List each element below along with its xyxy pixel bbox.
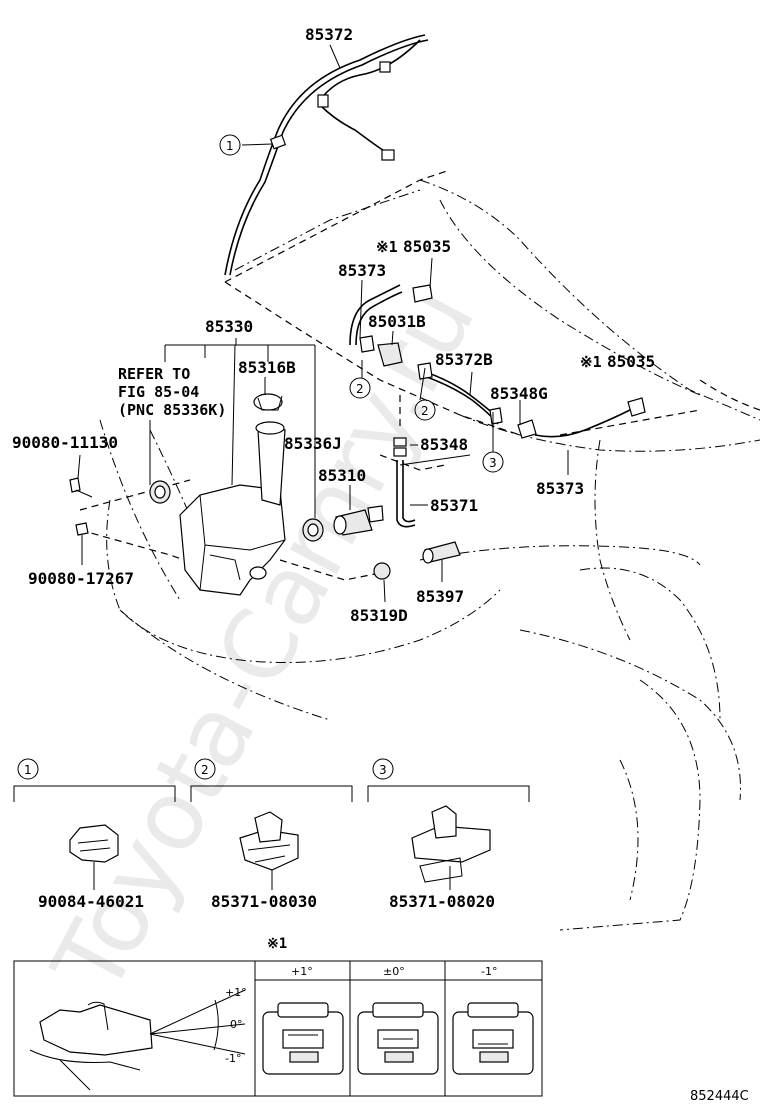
angle-plus1: +1° xyxy=(225,986,247,999)
washer-tank xyxy=(179,393,286,596)
gauge-minus1 xyxy=(452,1002,534,1075)
label-90080-11130: 90080-11130 xyxy=(12,433,118,452)
hose-clips xyxy=(269,61,395,161)
detail-part-85371-08020: 85371-08020 xyxy=(389,892,495,911)
refer-line-3: (PNC 85336K) xyxy=(118,401,226,419)
svg-text:3: 3 xyxy=(379,763,387,777)
svg-text:2: 2 xyxy=(356,382,364,396)
svg-text:2: 2 xyxy=(421,404,429,418)
part-labels: 85372 ※1 85035 85373 85031B 85330 85372B… xyxy=(12,25,655,625)
label-85348g: 85348G xyxy=(490,384,548,403)
adjustment-table: ※1 +1° ±0° -1° +1° 0° -1° xyxy=(13,936,543,1097)
label-85336j: 85336J xyxy=(284,434,342,453)
label-85035-upper: 85035 xyxy=(403,237,451,256)
label-85035-right: 85035 xyxy=(607,352,655,371)
col-zero: ±0° xyxy=(383,965,405,978)
note-mark-1: ※1 xyxy=(376,238,398,256)
svg-text:1: 1 xyxy=(226,139,234,153)
label-85330: 85330 xyxy=(205,317,253,336)
refer-line-1: REFER TO xyxy=(118,365,190,383)
label-85372b: 85372B xyxy=(435,350,493,369)
col-minus1: -1° xyxy=(481,965,497,978)
col-plus1: +1° xyxy=(291,965,313,978)
label-85397: 85397 xyxy=(416,587,464,606)
svg-text:1: 1 xyxy=(24,763,32,777)
label-85316b: 85316B xyxy=(238,358,296,377)
refer-line-2: FIG 85-04 xyxy=(118,383,199,401)
label-85348: 85348 xyxy=(420,435,468,454)
gauge-zero xyxy=(357,1002,439,1075)
callouts-main: 1 2 2 3 xyxy=(219,134,504,473)
svg-text:2: 2 xyxy=(201,763,209,777)
label-85371: 85371 xyxy=(430,496,478,515)
angle-minus1: -1° xyxy=(225,1052,241,1065)
label-85319d: 85319D xyxy=(350,606,408,625)
vehicle-body-outline xyxy=(79,169,760,931)
label-85310: 85310 xyxy=(318,466,366,485)
angle-zero: 0° xyxy=(230,1018,243,1031)
clip-details: 1 2 3 90084-46021 85371-08030 85371-0802… xyxy=(13,758,530,911)
label-90080-17267: 90080-17267 xyxy=(28,569,134,588)
washer-hoses xyxy=(224,34,631,528)
detail-part-85371-08030: 85371-08030 xyxy=(211,892,317,911)
label-85373-upper: 85373 xyxy=(338,261,386,280)
adjust-note-mark: ※1 xyxy=(267,936,287,952)
leader-lines xyxy=(77,44,569,603)
detail-part-90084-46021: 90084-46021 xyxy=(38,892,144,911)
small-parts xyxy=(69,284,646,580)
svg-text:3: 3 xyxy=(489,456,497,470)
label-85373-lower: 85373 xyxy=(536,479,584,498)
label-85031b: 85031B xyxy=(368,312,426,331)
gauge-plus1 xyxy=(262,1002,344,1075)
note-mark-1-right: ※1 xyxy=(580,353,602,371)
label-85372: 85372 xyxy=(305,25,353,44)
figure-code: 852444C xyxy=(690,1089,749,1104)
